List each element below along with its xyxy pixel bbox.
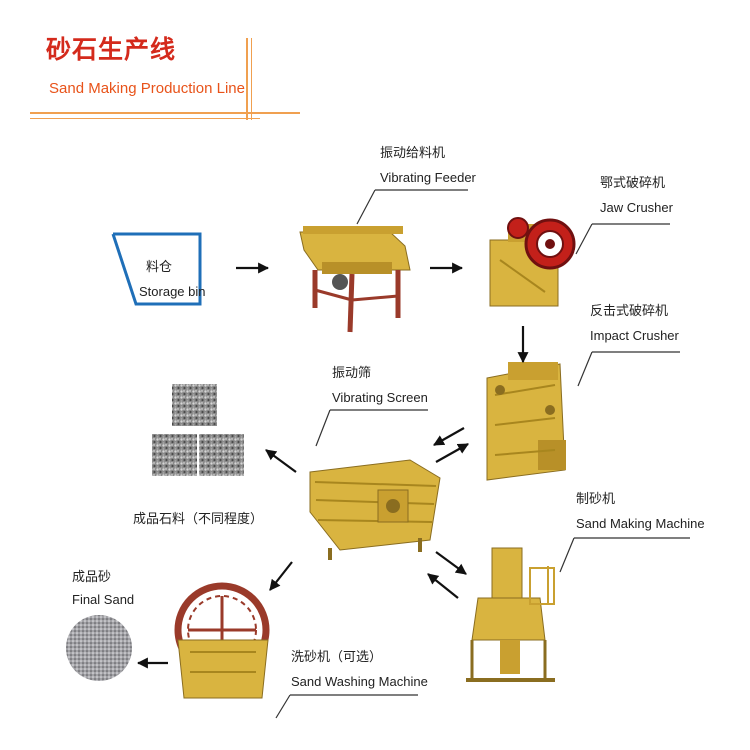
arrow-screen-to-stone (265, 449, 297, 473)
sand-washing-machine-icon (174, 582, 270, 699)
jaw-crusher-label-cn: 鄂式破碎机 (600, 175, 666, 190)
arrow-screen-to-sandmaker (435, 551, 467, 575)
vibrating-screen-label-cn: 振动筛 (332, 365, 372, 380)
sand-washing-machine-label-en: Sand Washing Machine (291, 674, 428, 689)
sand-making-machine-label-cn: 制砂机 (576, 491, 616, 506)
flow-arrows (136, 262, 529, 669)
header-vertical-line (246, 38, 248, 120)
storage-bin-label-en: Storage bin (139, 284, 206, 299)
storage-bin-icon (111, 232, 202, 306)
storage-bin-label-cn: 料仓 (146, 259, 173, 274)
vibrating-feeder-label-en: Vibrating Feeder (380, 170, 476, 185)
finished-stone-icon (152, 384, 244, 476)
sand-washing-machine-label-cn: 洗砂机（可选） (291, 649, 383, 664)
impact-crusher-label-cn: 反击式破碎机 (590, 303, 669, 318)
final-sand-icon (66, 615, 132, 681)
vibrating-screen-icon (309, 459, 441, 560)
arrow-screen-to-washer (269, 561, 293, 591)
jaw-crusher-icon (489, 217, 576, 307)
vibrating-feeder-icon (299, 226, 411, 333)
arrow-impact-to-screen (433, 427, 465, 446)
sand-making-machine-label-en: Sand Making Machine (576, 516, 705, 531)
jaw-crusher-label-en: Jaw Crusher (600, 200, 673, 215)
final-sand-label-en: Final Sand (72, 592, 135, 607)
sand-making-machine-icon (466, 547, 555, 682)
arrow-sandmaker-to-screen (427, 573, 459, 599)
header-vertical-line-2 (251, 38, 252, 120)
header-underline-2 (30, 118, 260, 119)
header-underline (30, 112, 300, 114)
vibrating-screen-label-en: Vibrating Screen (332, 390, 428, 405)
impact-crusher-icon (486, 362, 566, 481)
vibrating-feeder-label-cn: 振动给料机 (380, 145, 446, 160)
final-sand-label-cn: 成品砂 (72, 569, 112, 584)
page-title-cn: 砂石生产线 (46, 36, 177, 64)
page-title-en: Sand Making Production Line (49, 80, 245, 97)
leader-lines (275, 189, 690, 719)
arrow-screen-to-impact (435, 443, 469, 463)
impact-crusher-label-en: Impact Crusher (590, 328, 679, 343)
finished-stone-label-cn: 成品石料（不同程度） (133, 511, 264, 526)
